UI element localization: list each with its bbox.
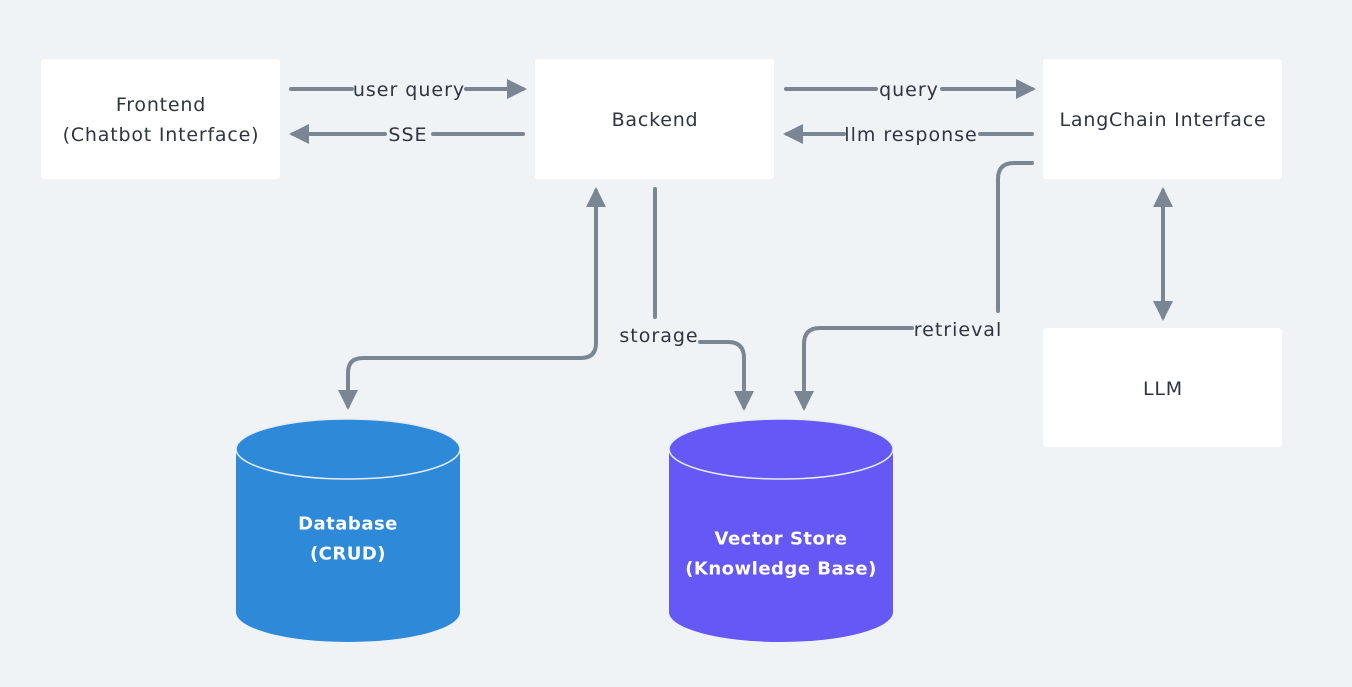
node-vector-store: Vector Store (Knowledge Base) (668, 418, 894, 642)
label-storage: storage (619, 325, 698, 347)
node-frontend: Frontend (Chatbot Interface) (41, 59, 280, 179)
label-sse: SSE (388, 124, 427, 146)
label-retrieval: retrieval (914, 319, 1002, 341)
arrow-storage (653, 187, 744, 407)
vector-store-subtitle: (Knowledge Base) (685, 559, 877, 580)
vector-store-cylinder-top (668, 418, 894, 480)
frontend-title: Frontend (116, 94, 206, 116)
backend-title: Backend (612, 109, 699, 131)
node-llm: LLM (1043, 328, 1282, 447)
vector-store-title: Vector Store (715, 529, 848, 550)
label-user-query: user query (353, 79, 465, 101)
edge-labels: user query SSE query llm response storag… (353, 79, 1002, 347)
database-title: Database (298, 514, 398, 535)
arrow-retrieval (804, 161, 1034, 407)
node-backend: Backend (535, 59, 774, 179)
database-subtitle: (CRUD) (310, 544, 386, 565)
label-query: query (879, 79, 939, 101)
label-llm-response: llm response (844, 124, 977, 146)
node-langchain: LangChain Interface (1043, 59, 1282, 179)
arrow-backend-database (338, 187, 606, 410)
node-database: Database (CRUD) (235, 418, 461, 642)
langchain-title: LangChain Interface (1060, 109, 1267, 131)
database-cylinder-top (235, 418, 461, 480)
llm-title: LLM (1143, 378, 1183, 400)
frontend-subtitle: (Chatbot Interface) (63, 124, 260, 146)
connectors (291, 89, 1173, 410)
